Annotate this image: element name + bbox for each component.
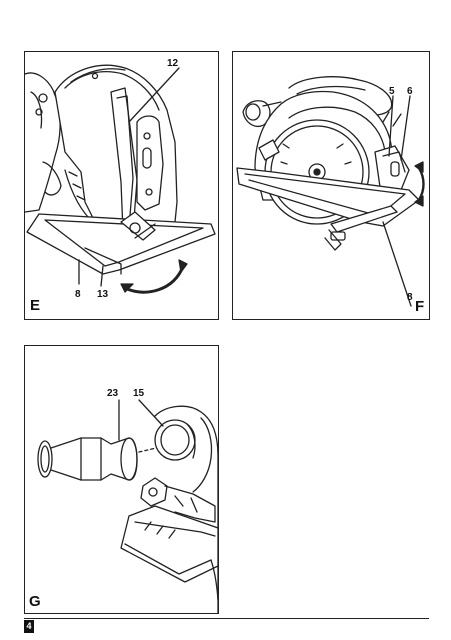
figure-panel-g: 23 15 G: [24, 345, 219, 614]
figure-label-g: G: [29, 593, 41, 610]
figure-panel-e: 12 8 13 E: [24, 51, 219, 320]
circular-saw-depth-adjustment-illustration: [236, 76, 425, 307]
callout-number-6: 6: [407, 86, 413, 97]
figure-label-e: E: [30, 297, 41, 314]
callout-number-8: 8: [75, 289, 81, 300]
callout-number-5: 5: [389, 86, 395, 97]
callout-number-8: 8: [407, 292, 413, 303]
callout-number-13: 13: [97, 289, 109, 300]
saw-blade-guard-illustration: [25, 64, 216, 294]
footer-rule: [24, 618, 429, 619]
callout-number-12: 12: [167, 58, 179, 69]
figure-panel-f: 5 6 8 F: [232, 51, 430, 320]
figure-label-f: F: [415, 298, 425, 315]
callout-number-15: 15: [133, 388, 145, 399]
page-number: 4: [24, 620, 34, 633]
callout-number-23: 23: [107, 388, 119, 399]
dust-extraction-adapter-illustration: [37, 399, 218, 613]
